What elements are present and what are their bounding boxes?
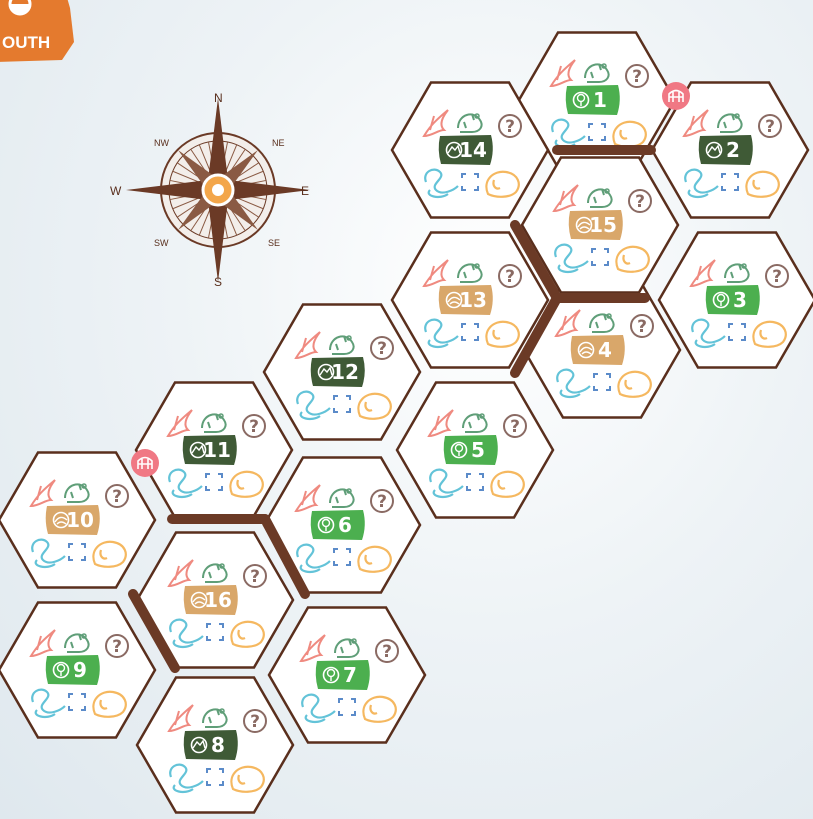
unknown-question-icon: ? bbox=[631, 315, 653, 337]
hex-tile-5[interactable]: ?5 bbox=[397, 383, 553, 518]
unknown-label: ? bbox=[632, 67, 642, 87]
unknown-question-icon: ? bbox=[626, 65, 648, 87]
unknown-label: ? bbox=[505, 267, 515, 287]
hex-tile-3[interactable]: ?3 bbox=[659, 233, 813, 368]
unknown-label: ? bbox=[250, 567, 260, 587]
unknown-label: ? bbox=[510, 417, 520, 437]
terrain-tag: 12 bbox=[311, 357, 365, 387]
hex-tile-11[interactable]: ? 11 bbox=[136, 383, 292, 518]
tile-number: 7 bbox=[343, 663, 357, 687]
unknown-label: ? bbox=[382, 642, 392, 662]
unknown-question-icon: ? bbox=[106, 485, 128, 507]
terrain-tag: 2 bbox=[699, 135, 753, 165]
terrain-tag: 4 bbox=[571, 335, 625, 365]
unknown-label: ? bbox=[377, 492, 387, 512]
tile-number: 1 bbox=[593, 88, 607, 112]
unknown-question-icon: ? bbox=[243, 415, 265, 437]
unknown-question-icon: ? bbox=[766, 265, 788, 287]
terrain-tag: 13 bbox=[439, 285, 493, 315]
terrain-tag: 1 bbox=[566, 85, 620, 115]
unknown-label: ? bbox=[637, 317, 647, 337]
hex-tile-9[interactable]: ?9 bbox=[0, 603, 155, 738]
terrain-tag: 11 bbox=[183, 435, 237, 465]
unknown-label: ? bbox=[765, 117, 775, 137]
unknown-question-icon: ? bbox=[504, 415, 526, 437]
unknown-label: ? bbox=[505, 117, 515, 137]
hex-tile-7[interactable]: ?7 bbox=[269, 608, 425, 743]
tile-number: 6 bbox=[338, 513, 352, 537]
unknown-label: ? bbox=[112, 637, 122, 657]
unknown-question-icon: ? bbox=[376, 640, 398, 662]
bridge-icon[interactable] bbox=[131, 449, 159, 477]
tile-number: 9 bbox=[73, 658, 87, 682]
terrain-tag: 7 bbox=[316, 660, 370, 690]
unknown-question-icon: ? bbox=[371, 337, 393, 359]
unknown-question-icon: ? bbox=[759, 115, 781, 137]
unknown-question-icon: ? bbox=[499, 115, 521, 137]
unknown-question-icon: ? bbox=[371, 490, 393, 512]
terrain-tag: 15 bbox=[569, 210, 623, 240]
tiles-layer: ?1?2?3?4?5?6?7?8?9?10?11?12?13?14?15?16 bbox=[0, 33, 813, 813]
unknown-label: ? bbox=[250, 712, 260, 732]
hex-tile-10[interactable]: ? 10 bbox=[0, 453, 155, 588]
unknown-label: ? bbox=[635, 192, 645, 212]
tile-number: 4 bbox=[598, 338, 612, 362]
terrain-tag: 16 bbox=[184, 585, 238, 615]
terrain-tag: 5 bbox=[444, 435, 498, 465]
terrain-tag: 3 bbox=[706, 285, 760, 315]
unknown-question-icon: ? bbox=[244, 710, 266, 732]
tile-number: 2 bbox=[726, 138, 740, 162]
terrain-tag: 6 bbox=[311, 510, 365, 540]
terrain-tag: 9 bbox=[46, 655, 100, 685]
unknown-label: ? bbox=[772, 267, 782, 287]
hex-tile-12[interactable]: ? 12 bbox=[264, 305, 420, 440]
hex-tile-6[interactable]: ?6 bbox=[264, 458, 420, 593]
tile-number: 10 bbox=[66, 508, 94, 532]
unknown-label: ? bbox=[112, 487, 122, 507]
hex-tile-8[interactable]: ?8 bbox=[137, 678, 293, 813]
tile-number: 8 bbox=[211, 733, 225, 757]
terrain-tag: 8 bbox=[184, 730, 238, 760]
tile-number: 16 bbox=[204, 588, 232, 612]
tile-number: 5 bbox=[471, 438, 485, 462]
bridge-icon[interactable] bbox=[662, 82, 690, 110]
tile-number: 15 bbox=[589, 213, 617, 237]
terrain-tag: 14 bbox=[439, 135, 493, 165]
terrain-tag: 10 bbox=[46, 505, 100, 535]
tile-number: 3 bbox=[733, 288, 747, 312]
tile-number: 13 bbox=[459, 288, 487, 312]
unknown-question-icon: ? bbox=[629, 190, 651, 212]
unknown-label: ? bbox=[377, 339, 387, 359]
tile-number: 12 bbox=[331, 360, 359, 384]
unknown-question-icon: ? bbox=[106, 635, 128, 657]
unknown-question-icon: ? bbox=[499, 265, 521, 287]
unknown-label: ? bbox=[249, 417, 259, 437]
tile-number: 11 bbox=[203, 438, 231, 462]
unknown-question-icon: ? bbox=[244, 565, 266, 587]
tile-number: 14 bbox=[459, 138, 487, 162]
